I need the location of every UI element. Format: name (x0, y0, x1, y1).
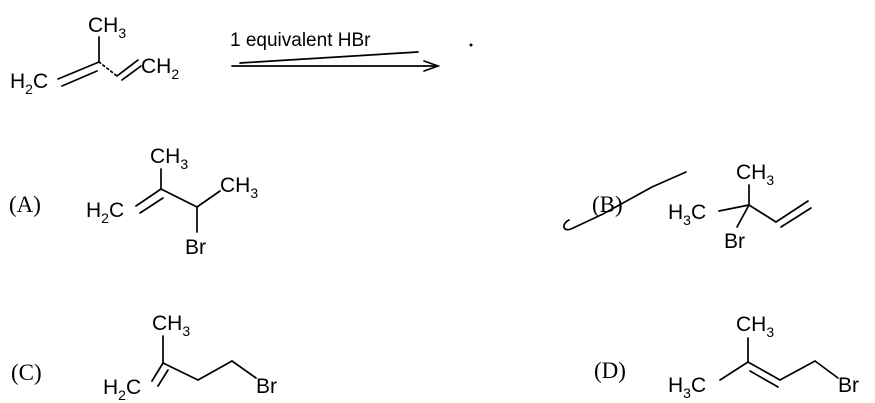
option-c-double-bond-a (151, 362, 164, 382)
option-b-check-mark (563, 171, 687, 231)
option-a-ch2-label: H2C (86, 199, 124, 226)
option-c-label: (C) (11, 360, 42, 385)
option-b: (B) CH3 H3C Br (563, 161, 812, 253)
option-b-c-br-bond (736, 204, 750, 228)
option-c: (C) CH3 H2C Br (11, 312, 277, 403)
option-d-c3-c4-bond (779, 360, 816, 381)
reactant-double-bond-left-a (57, 61, 100, 80)
option-d-ch3-label: H3C (668, 374, 706, 401)
reactant-double-bond-right-a (116, 59, 139, 77)
option-d-br-label: Br (838, 374, 859, 397)
option-d: (D) CH3 H3C Br (594, 313, 859, 401)
option-b-ch3-label: H3C (668, 201, 706, 228)
option-c-c4-br-bond (231, 360, 257, 379)
option-b-c-vinyl-bond (748, 204, 777, 223)
option-b-methyl-label: CH3 (736, 161, 774, 188)
reactant-double-bond-left-b (61, 70, 98, 87)
option-a-right-methyl-label: CH3 (220, 174, 258, 201)
option-b-label: (B) (592, 192, 623, 217)
option-b-vinyl-double-b (780, 207, 812, 228)
reactant-left-ch2-label: H2C (10, 70, 48, 97)
option-c-double-bond-b (157, 369, 169, 387)
reactant-methyl-label: CH3 (88, 14, 126, 41)
option-b-ch3-bond (718, 204, 750, 212)
option-a-br-label: Br (185, 236, 206, 259)
option-a-c2-c3-bond (160, 188, 198, 208)
option-a-double-bond-b (139, 197, 164, 214)
option-a-double-bond-a (135, 188, 162, 207)
option-a-label: (A) (9, 192, 41, 217)
option-d-ch3-bond (719, 361, 749, 381)
option-d-c4-br-bond (814, 360, 839, 379)
option-c-ch2-label: H2C (103, 376, 141, 403)
option-c-methyl-label: CH3 (152, 312, 190, 339)
reaction-arrow-group: 1 equivalent HBr (230, 30, 473, 72)
option-d-methyl-label: CH3 (736, 313, 774, 340)
reagent-strike-mark (239, 51, 419, 64)
reactant-right-ch2-label: CH2 (141, 55, 179, 82)
option-a-methyl-label: CH3 (150, 145, 188, 172)
option-b-br-label: Br (724, 230, 745, 253)
option-c-c2-c3-bond (162, 362, 199, 381)
option-c-c3-c4-bond (197, 360, 233, 381)
reagent-label: 1 equivalent HBr (230, 30, 371, 51)
reactant-double-bond-right-b (121, 65, 142, 81)
option-d-label: (D) (594, 358, 626, 383)
option-d-double-bond-a (747, 361, 781, 381)
reactant-single-bond (98, 61, 118, 77)
option-a: (A) CH3 H2C CH3 Br (9, 145, 258, 259)
reaction-arrowhead (423, 60, 441, 72)
option-c-br-label: Br (256, 375, 277, 398)
reactant-molecule: CH3 H2C CH2 (10, 14, 179, 97)
option-d-double-bond-b (749, 370, 779, 388)
option-b-vinyl-double-a (775, 200, 809, 223)
option-a-c3-ch3-bond (196, 190, 221, 208)
stray-dot (469, 43, 473, 47)
